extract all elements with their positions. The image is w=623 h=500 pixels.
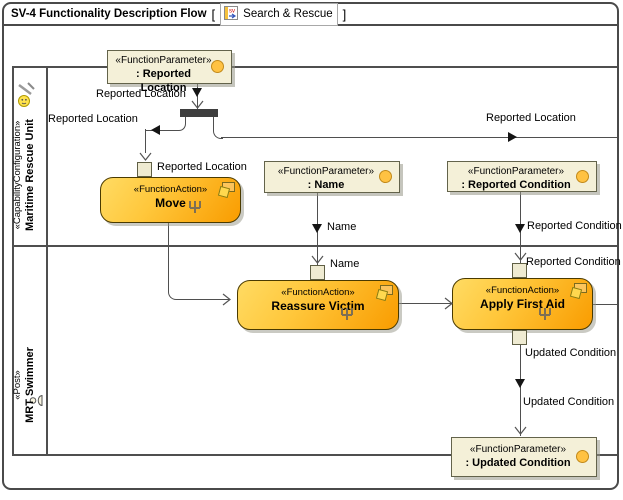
parameter-badge-icon [576, 450, 589, 463]
parameter-name: : Reported Location [136, 68, 191, 94]
lane-name: Maritime Rescue Unit [24, 119, 36, 231]
context-bracket-close: ] [342, 6, 347, 22]
context-bracket-open: [ [211, 6, 216, 22]
flow-fork-to-move[interactable] [145, 117, 186, 131]
flow-label[interactable]: Reported Location [486, 112, 576, 124]
flow-move-to-reassure[interactable] [168, 223, 230, 300]
open-arrowhead [514, 426, 527, 435]
flow-reassure-to-apply[interactable] [399, 303, 452, 304]
diagram-title-bar: SV-4 Functionality Description Flow [ sv… [4, 2, 617, 26]
parameter-name: : Name [307, 179, 345, 191]
rake-icon [186, 200, 204, 219]
rake-icon [338, 307, 356, 326]
input-pin-move-reported-location[interactable] [137, 162, 152, 177]
capability-configuration-icon [13, 80, 39, 117]
arrowhead [515, 224, 525, 233]
lane-left-border[interactable] [12, 66, 14, 456]
parameter-name-node[interactable]: «FunctionParameter» : Name [264, 161, 400, 193]
flow-apply-right[interactable] [593, 304, 617, 305]
arrowhead [312, 224, 322, 233]
flow-reported-location-right[interactable] [221, 137, 617, 138]
arrowhead [515, 379, 525, 388]
context-name: Search & Rescue [243, 8, 333, 20]
fork-node[interactable] [180, 109, 218, 117]
post-icon [29, 393, 50, 409]
flow-label[interactable]: Name [327, 221, 357, 233]
parameter-stereotype: «FunctionParameter» [115, 55, 212, 66]
pin-label[interactable]: Reported Location [157, 161, 247, 173]
action-move[interactable]: «FunctionAction» Move [100, 177, 241, 223]
action-name: Reassure Victim [271, 299, 365, 313]
lane-top-border[interactable] [12, 66, 617, 68]
open-arrowhead [139, 152, 152, 161]
flow-label[interactable]: Reported Location [48, 113, 138, 125]
lane-header-mrt-swimmer[interactable]: «Post» MRT Swimmer [12, 285, 48, 485]
parameter-reported-condition[interactable]: «FunctionParameter» : Reported Condition [447, 161, 597, 192]
arrowhead [508, 132, 517, 142]
flow-fork-to-move-drop[interactable] [145, 129, 146, 153]
parameter-updated-condition[interactable]: «FunctionParameter» : Updated Condition [451, 437, 597, 477]
pin-label[interactable]: Updated Condition [525, 347, 617, 359]
action-name: Move [155, 196, 186, 210]
pin-label[interactable]: Name [330, 258, 360, 270]
flow-label[interactable]: Reported Condition [527, 220, 622, 232]
parameter-badge-icon [576, 169, 589, 183]
open-arrowhead [311, 255, 324, 264]
action-apply-first-aid[interactable]: «FunctionAction» Apply First Aid [452, 278, 593, 330]
open-arrowhead [191, 100, 204, 109]
lane-divider[interactable] [12, 245, 617, 247]
lane-stereotype: «CapabilityConfiguration» [12, 120, 23, 230]
diagram-context-box[interactable]: sv Search & Rescue [220, 2, 338, 26]
pin-label[interactable]: Reported Condition [526, 256, 621, 268]
flow-label[interactable]: Reported Location [96, 88, 186, 100]
flow-apply-to-updated-condition[interactable] [520, 345, 521, 436]
arrowhead [151, 125, 160, 135]
lane-name: MRT Swimmer [24, 347, 36, 423]
diagram-title: SV-4 Functionality Description Flow [11, 8, 207, 20]
svg-text:sv: sv [229, 8, 235, 14]
lane-stereotype: «Post» [12, 370, 23, 400]
open-arrowhead [514, 252, 527, 261]
input-pin-reassure-name[interactable] [310, 265, 325, 280]
output-pin-apply-updated-condition[interactable] [512, 330, 527, 345]
sv-diagram-icon: sv [223, 5, 239, 24]
action-name: Apply First Aid [480, 297, 565, 311]
input-pin-apply-reported-condition[interactable] [512, 263, 527, 278]
parameter-name: : Updated Condition [465, 457, 571, 469]
action-stereotype: «FunctionAction» [133, 184, 208, 195]
parameter-badge-icon [379, 170, 392, 183]
parameter-stereotype: «FunctionParameter» [277, 166, 375, 177]
flow-fork-right-corner[interactable] [213, 117, 223, 139]
parameter-badge-icon [211, 60, 224, 73]
parameter-stereotype: «FunctionParameter» [467, 166, 565, 177]
rake-icon [536, 307, 554, 326]
parameter-reported-location[interactable]: «FunctionParameter» : Reported Location [107, 50, 232, 94]
lane-bottom-border[interactable] [12, 454, 617, 456]
parameter-name: : Reported Condition [461, 179, 571, 191]
flow-label[interactable]: Updated Condition [523, 396, 615, 408]
action-stereotype: «FunctionAction» [281, 287, 355, 298]
open-arrowhead [444, 297, 453, 310]
lane-header-separator[interactable] [46, 66, 48, 456]
action-reassure-victim[interactable]: «FunctionAction» Reassure Victim [237, 280, 399, 330]
parameter-stereotype: «FunctionParameter» [469, 444, 567, 455]
action-stereotype: «FunctionAction» [485, 285, 560, 296]
arrowhead [192, 88, 202, 97]
lane-header-maritime-rescue-unit[interactable]: «CapabilityConfiguration» Maritime Rescu… [12, 85, 48, 265]
open-arrowhead [222, 293, 231, 306]
